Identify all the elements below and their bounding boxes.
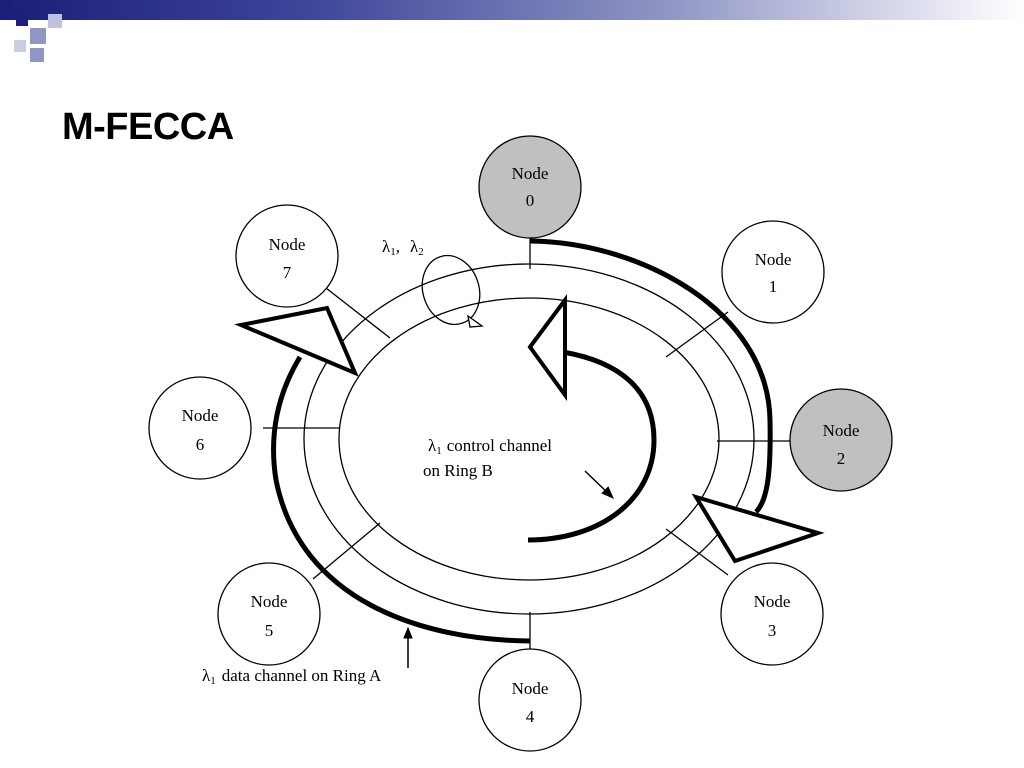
node-1: Node 1	[721, 220, 825, 324]
data-channel-arrowhead-right	[691, 493, 825, 564]
node-2: Node 2	[789, 388, 893, 492]
node-0-number: 0	[526, 191, 535, 210]
node-7-circle	[235, 204, 339, 308]
wavelength-lambda-1: λ	[382, 237, 391, 256]
node-6-number: 6	[196, 435, 205, 454]
control-channel-label-line1: λ1 control channel	[428, 436, 552, 457]
outer-ring	[303, 263, 755, 615]
node-0-label: Node	[512, 164, 549, 183]
spoke-node-7	[325, 287, 391, 339]
node-1-circle	[721, 220, 825, 324]
control-channel-sub: 1	[436, 445, 442, 457]
wavelength-lambda-2: λ	[410, 237, 419, 256]
control-channel-text: control channel	[447, 436, 553, 455]
wavelength-loop	[421, 254, 481, 326]
node-4-label: Node	[512, 679, 549, 698]
node-3-label: Node	[754, 592, 791, 611]
slide-title: M-FECCA	[62, 106, 234, 148]
data-channel-lambda: λ	[202, 666, 211, 685]
node-2-number: 2	[837, 449, 846, 468]
node-3: Node 3	[720, 562, 824, 666]
data-channel-arc-right	[529, 238, 773, 514]
node-6-circle	[148, 376, 252, 480]
node-0-circle	[478, 135, 582, 239]
node-5: Node 5	[217, 562, 321, 666]
decor-square	[30, 28, 46, 44]
node-5-label: Node	[251, 592, 288, 611]
wavelength-label: λ1,λ2	[382, 237, 424, 258]
node-7: Node 7	[235, 204, 339, 308]
inner-ring	[338, 297, 720, 581]
node-0: Node 0	[478, 135, 582, 239]
control-channel-arc	[527, 349, 657, 543]
title-bar-gradient	[0, 0, 1024, 20]
data-channel-pointer-head	[403, 626, 413, 639]
data-channel-arc-left	[271, 355, 531, 644]
node-4-number: 4	[526, 707, 535, 726]
decor-square	[30, 48, 44, 62]
node-4: Node 4	[478, 648, 582, 752]
node-1-number: 1	[769, 277, 778, 296]
wavelength-separator: ,	[396, 237, 400, 256]
spoke-node-3	[665, 528, 729, 576]
wavelength-sub-1: 1	[390, 246, 396, 258]
node-4-circle	[478, 648, 582, 752]
node-3-number: 3	[768, 621, 777, 640]
node-5-number: 5	[265, 621, 274, 640]
node-7-number: 7	[283, 263, 292, 282]
wavelength-sub-2: 2	[418, 246, 424, 258]
wavelength-loop-arrow	[467, 314, 484, 328]
data-channel-text: data channel on Ring A	[222, 666, 382, 685]
spoke-node-1	[665, 311, 729, 358]
decor-square	[48, 14, 62, 28]
node-5-circle	[217, 562, 321, 666]
data-channel-arrowhead-left	[234, 305, 359, 377]
node-2-circle	[789, 388, 893, 492]
node-7-label: Node	[269, 235, 306, 254]
control-channel-label-line2: on Ring B	[423, 461, 493, 480]
node-6: Node 6	[148, 376, 252, 480]
node-6-label: Node	[182, 406, 219, 425]
data-channel-sub: 1	[210, 675, 216, 687]
node-1-label: Node	[755, 250, 792, 269]
node-3-circle	[720, 562, 824, 666]
data-channel-label: λ1 data channel on Ring A	[202, 666, 382, 687]
decor-square	[0, 0, 12, 12]
decor-square	[16, 14, 28, 26]
control-channel-lambda: λ	[428, 436, 437, 455]
control-channel-arrowhead	[527, 293, 567, 402]
control-channel-pointer-head	[601, 486, 614, 499]
decor-square	[14, 40, 26, 52]
node-2-label: Node	[823, 421, 860, 440]
